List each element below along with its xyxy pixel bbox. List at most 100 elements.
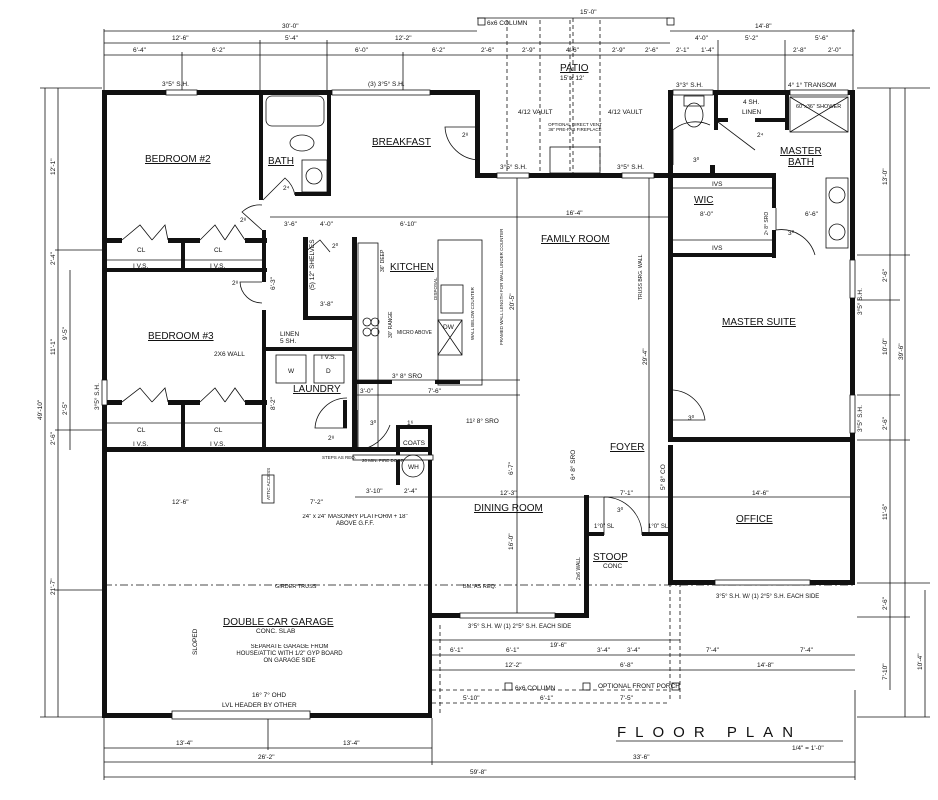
dim-interior: 6'-6" (805, 211, 819, 218)
door-size: 3⁰ (693, 156, 700, 164)
door-size: 2⁰ (332, 242, 339, 250)
dim-interior: 29'-4" (642, 348, 649, 365)
window-master-suite-1[interactable] (849, 259, 856, 299)
door-laundry[interactable] (314, 397, 348, 429)
toilet-tank (683, 95, 705, 107)
kitchen-sink (440, 284, 464, 314)
note-2x6-wall-v: 2x6 WALL (576, 557, 582, 580)
notes: 6x6 COLUMN 4/12 VAULT 4/12 VAULT OPTIONA… (93, 20, 864, 709)
door-front-entry[interactable] (603, 496, 643, 536)
column-porch-2 (582, 682, 591, 691)
dim-right: 7'-10" (882, 663, 889, 680)
door-closet-1[interactable] (121, 224, 169, 241)
dim-left: 9'-5" (62, 326, 69, 340)
door-pantry[interactable] (304, 239, 331, 253)
dim-interior: 6'-3" (270, 276, 277, 290)
note-steps: STEPS AS REQ. (322, 455, 356, 460)
kitchen-counter (357, 242, 379, 451)
room-foyer: FOYER (610, 442, 644, 453)
window-bedroom3[interactable] (101, 379, 108, 406)
door-closet-3[interactable] (121, 387, 169, 403)
door-size: 2⁴ (283, 185, 290, 192)
note-column-top: 6x6 COLUMN (487, 20, 528, 27)
note-ohd: 16° 7° OHD (252, 691, 286, 699)
door-office[interactable] (672, 389, 706, 421)
dim-interior: 16'-4" (566, 210, 583, 217)
window-master-bath[interactable] (672, 89, 714, 96)
note-separate: SEPARATE GARAGE FROM HOUSE/ATTIC WITH 1/… (236, 644, 343, 664)
windows[interactable] (101, 89, 856, 720)
transom-window[interactable] (789, 89, 849, 96)
door-size: 2⁸ (328, 435, 335, 442)
note-co-office: 5° 8° CO (659, 464, 667, 490)
door-size: 3⁰ (688, 414, 695, 422)
door-bedroom2[interactable] (241, 204, 263, 231)
dim-t2: 12'-2" (395, 35, 412, 42)
dim-interior: 7'-1" (620, 490, 634, 497)
note-ivs-1: I V.S. (133, 263, 148, 270)
door-swings[interactable] (121, 121, 816, 536)
dryer-label: D (326, 368, 331, 375)
patio-size: 15' x 12' (560, 75, 584, 82)
note-girder: GIRDER TRUSS (275, 584, 317, 590)
door-linen[interactable] (717, 121, 756, 151)
dim-interior: 3'-6" (284, 221, 298, 228)
dim-bottom: 26'-2" (258, 754, 275, 761)
door-master-suite[interactable] (775, 208, 816, 256)
window-office[interactable] (714, 579, 811, 586)
window-patio-left[interactable] (496, 172, 530, 179)
note-office-win: 3°5° S.H. W/ (1) 2°5° S.H. EACH SIDE (716, 594, 819, 600)
door-size: 3⁰ (617, 506, 624, 514)
washer (275, 354, 307, 384)
door-size: 2⁴ (757, 132, 764, 139)
window-breakfast[interactable] (331, 89, 431, 96)
note-disposal: DISPOSAL (433, 277, 438, 300)
note-fireplace: OPTIONAL DIRECT VENT 36" PRE-FAB FIREPLA… (548, 122, 602, 132)
dim-interior: 6'-8" (620, 662, 634, 669)
dim-interior: 6'-1" (450, 647, 464, 654)
dim-interior: 7'-4" (800, 647, 814, 654)
door-bedroom3[interactable] (239, 281, 263, 304)
door-garage[interactable] (356, 410, 391, 451)
dim-t2: 4'-0" (695, 35, 709, 42)
dim-interior: 2'-4" (404, 488, 418, 495)
note-ivs-wic-bottom: IVS (712, 245, 723, 252)
linen-sub: 5 SH. (280, 338, 296, 345)
window-master-suite-2[interactable] (849, 394, 856, 434)
door-closet-4[interactable] (199, 387, 246, 403)
note-fireplace-box: OPTIONAL DIRECT VENT 36" PRE-FAB FIREPLA… (548, 122, 602, 132)
dim-interior: 12'-3" (500, 490, 517, 497)
door-breakfast-patio[interactable] (444, 126, 481, 161)
range-burners (362, 317, 380, 337)
dim-interior: 7'-5" (620, 695, 634, 702)
dim-right: 2'-6" (882, 268, 889, 282)
dw-label: DW (443, 324, 455, 331)
dim-interior: 14'-6" (752, 490, 769, 497)
note-separate-box: SEPARATE GARAGE FROM HOUSE/ATTIC WITH 1/… (236, 644, 343, 664)
note-ivs-4: I V.S. (210, 441, 225, 448)
door-master-bath[interactable] (672, 121, 711, 165)
garage-door[interactable] (171, 710, 311, 720)
dim-interior: 5'-10" (463, 695, 480, 702)
window-bedroom2[interactable] (165, 89, 198, 96)
note-sro-kitchen: 3° 8° SRO (392, 372, 422, 380)
door-closet-2[interactable] (199, 224, 246, 241)
stoop-sub: CONC (603, 563, 622, 570)
closet-3: CL (137, 427, 146, 434)
note-win-patio-r: 3°5° S.H. (617, 163, 644, 171)
room-bedroom3: BEDROOM #3 (148, 331, 214, 342)
drawing-title: FLOOR PLAN (617, 724, 802, 741)
door-bath[interactable] (262, 177, 296, 201)
dim-t3: 6'-2" (432, 47, 446, 54)
note-ivs-laundry: I V.S. (321, 354, 336, 361)
sink-master-1 (828, 186, 846, 204)
note-front-porch: OPTIONAL FRONT PORCH (598, 683, 680, 690)
window-dining[interactable] (459, 612, 556, 619)
dimension-dashed-lines (432, 18, 681, 715)
column-porch-3 (671, 682, 680, 691)
note-linen-mb: LINEN (742, 109, 761, 116)
window-patio-right[interactable] (621, 172, 655, 179)
note-truss-brg: TRUSS BRG. WALL (638, 254, 644, 300)
note-sl-right: 1°0" SL (648, 524, 669, 530)
dimension-lines (40, 17, 930, 780)
